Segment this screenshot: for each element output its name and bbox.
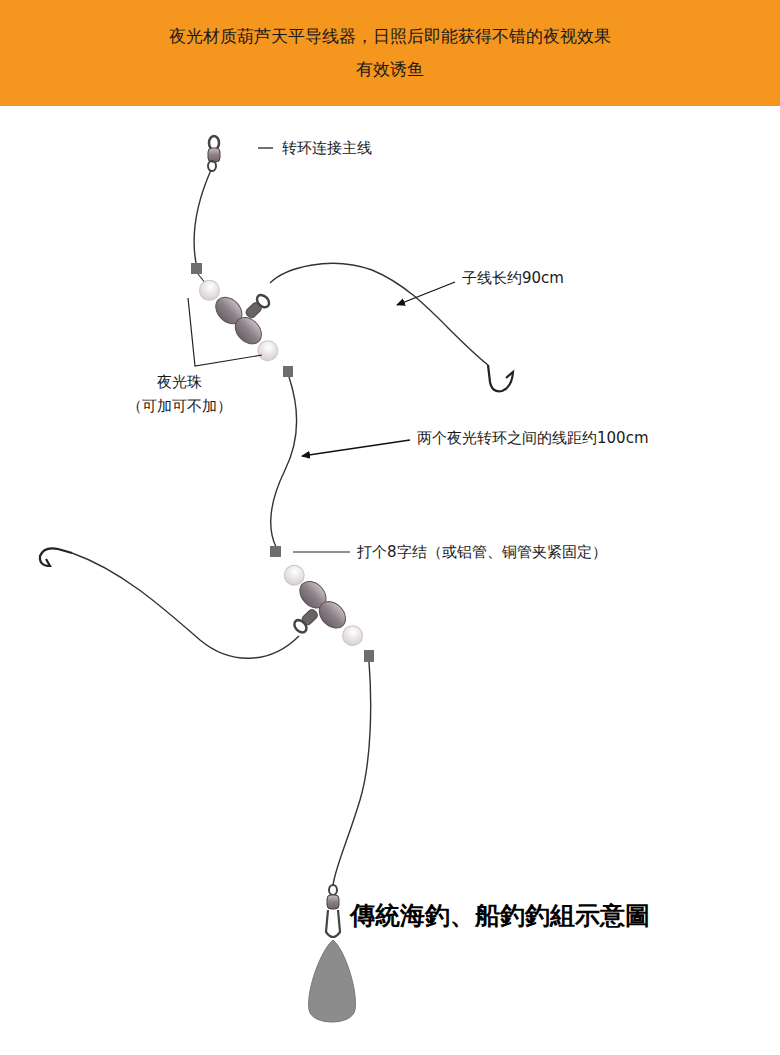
crimp <box>191 263 202 274</box>
header-title: 夜光材质葫芦天平导线器，日照后即能获得不错的夜视效果 有效诱鱼 <box>150 20 630 86</box>
part-label: 转环连接主线 <box>282 136 372 160</box>
leader-line <box>258 147 273 148</box>
header-band <box>0 0 780 106</box>
length-label: 子线长约90cm <box>462 266 564 290</box>
sinker <box>309 940 356 1022</box>
snap-swivel <box>326 885 340 937</box>
crimp <box>270 546 281 557</box>
hook <box>488 365 513 391</box>
leader-line <box>293 551 350 552</box>
part-label: 夜光珠 （可加可不加） <box>120 370 238 418</box>
note-label: 打个8字结（或铝管、铜管夹紧固定） <box>357 540 607 564</box>
luminous-swivel <box>195 258 301 365</box>
hook <box>40 548 72 566</box>
caption: 傳統海釣、船釣釣組示意圖 <box>350 899 650 932</box>
crimp <box>283 366 293 377</box>
bracket <box>188 298 262 366</box>
leader-arrow <box>302 440 410 456</box>
crimp <box>364 650 374 662</box>
length-label: 两个夜光转环之间的线距约100cm <box>417 426 649 450</box>
leader-arrow <box>397 282 455 305</box>
top-swivel <box>208 136 220 171</box>
